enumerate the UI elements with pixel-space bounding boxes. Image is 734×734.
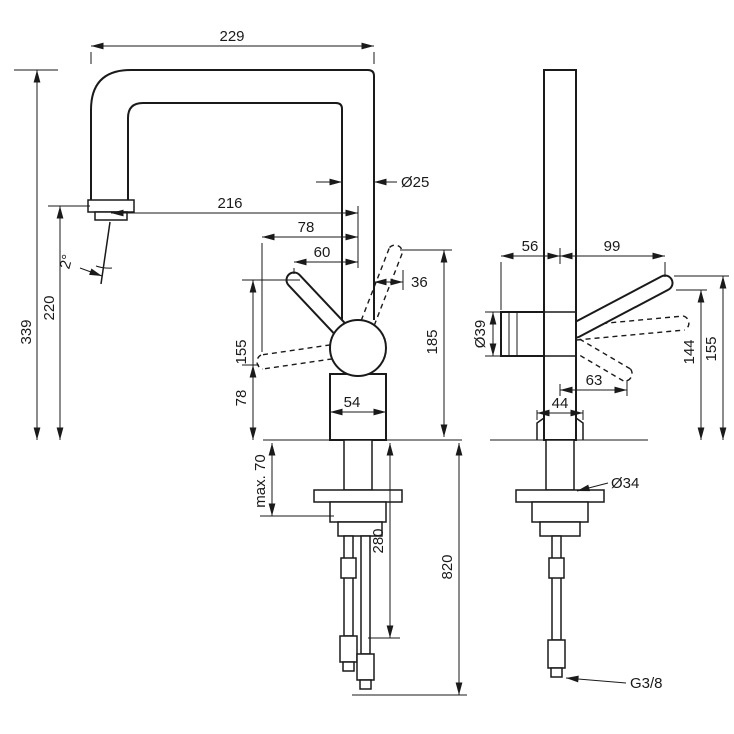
dim-total-height: 339 (18, 319, 35, 344)
mounting-bracket (337, 521, 383, 537)
dim-handle-projection-up: 60 (314, 244, 331, 261)
dim-deck-thickness-max: max. 70 (252, 454, 269, 507)
hose-side (551, 535, 562, 641)
spout-outer-edge (90, 69, 375, 320)
dim-handle-height-flat: 78 (233, 390, 250, 407)
valve-body (500, 311, 545, 357)
dim-thread-size: G3/8 (630, 675, 663, 692)
dim-outlet-projection: 216 (217, 195, 242, 212)
angle-leader (79, 267, 103, 277)
mounting-hardware-front (313, 439, 403, 690)
hose-tip-left (342, 661, 355, 672)
hose-right (360, 535, 371, 655)
base-flare (536, 417, 584, 440)
washer-flange-side (515, 489, 605, 503)
dim-handle-height-up: 155 (233, 339, 250, 364)
hose-sleeve-side (548, 557, 565, 579)
hose-tip-side (550, 667, 563, 678)
dim-body-diameter: Ø39 (472, 320, 489, 348)
handle-flat-position-dashed (256, 340, 360, 370)
dim-handle-height-low: 144 (681, 339, 698, 364)
dim-outlet-height: 220 (41, 295, 58, 320)
shank (343, 439, 373, 491)
hose-connector-right (356, 653, 375, 681)
shank-side (545, 439, 575, 491)
dim-hose-length: 820 (439, 554, 456, 579)
hose-tip-right (359, 679, 372, 690)
water-stream-line (100, 221, 111, 285)
front-view (79, 69, 462, 690)
washer-flange (313, 489, 403, 503)
side-dimensions: 56 99 Ø39 63 144 155 44 Ø34 G3/8 (472, 238, 729, 692)
dim-handle-height-high: 155 (703, 336, 720, 361)
side-handle-dashed-down (572, 338, 633, 382)
mounting-nut (329, 501, 387, 523)
angle-arc (95, 265, 113, 269)
spout-tip (87, 199, 135, 213)
dim-spout-diameter: Ø25 (401, 174, 429, 191)
mounting-nut-side (531, 501, 589, 523)
dim-front-reach: 99 (604, 238, 621, 255)
mounting-hardware-side (515, 439, 605, 678)
hose-sleeve (340, 557, 357, 579)
front-dimensions: 229 Ø25 216 78 60 36 339 220 2° 155 (14, 28, 467, 696)
dim-base-width: 44 (552, 395, 569, 412)
dim-shank-length: 280 (370, 528, 387, 553)
dim-handle-projection-flat: 78 (298, 219, 315, 236)
handle-up-position-dashed (350, 244, 404, 351)
hose-connector-side (547, 639, 566, 669)
dim-hole-diameter: Ø34 (611, 475, 639, 492)
dim-handle-offset: 36 (411, 274, 428, 291)
hose-connector-left (339, 635, 358, 663)
dim-spout-reach: 229 (219, 28, 244, 45)
side-handle-lever-face (569, 276, 672, 337)
dim-back-reach: 56 (522, 238, 539, 255)
dim-body-width: 54 (344, 394, 361, 411)
ball-joint (329, 319, 387, 377)
hose-left (343, 535, 354, 637)
dim-handle-reach-down: 63 (586, 372, 603, 389)
spout-inner-edge (127, 102, 343, 320)
mounting-bracket-side (539, 521, 581, 537)
dim-stream-angle: 2° (57, 253, 77, 271)
dim-handle-top-height: 185 (424, 329, 441, 354)
